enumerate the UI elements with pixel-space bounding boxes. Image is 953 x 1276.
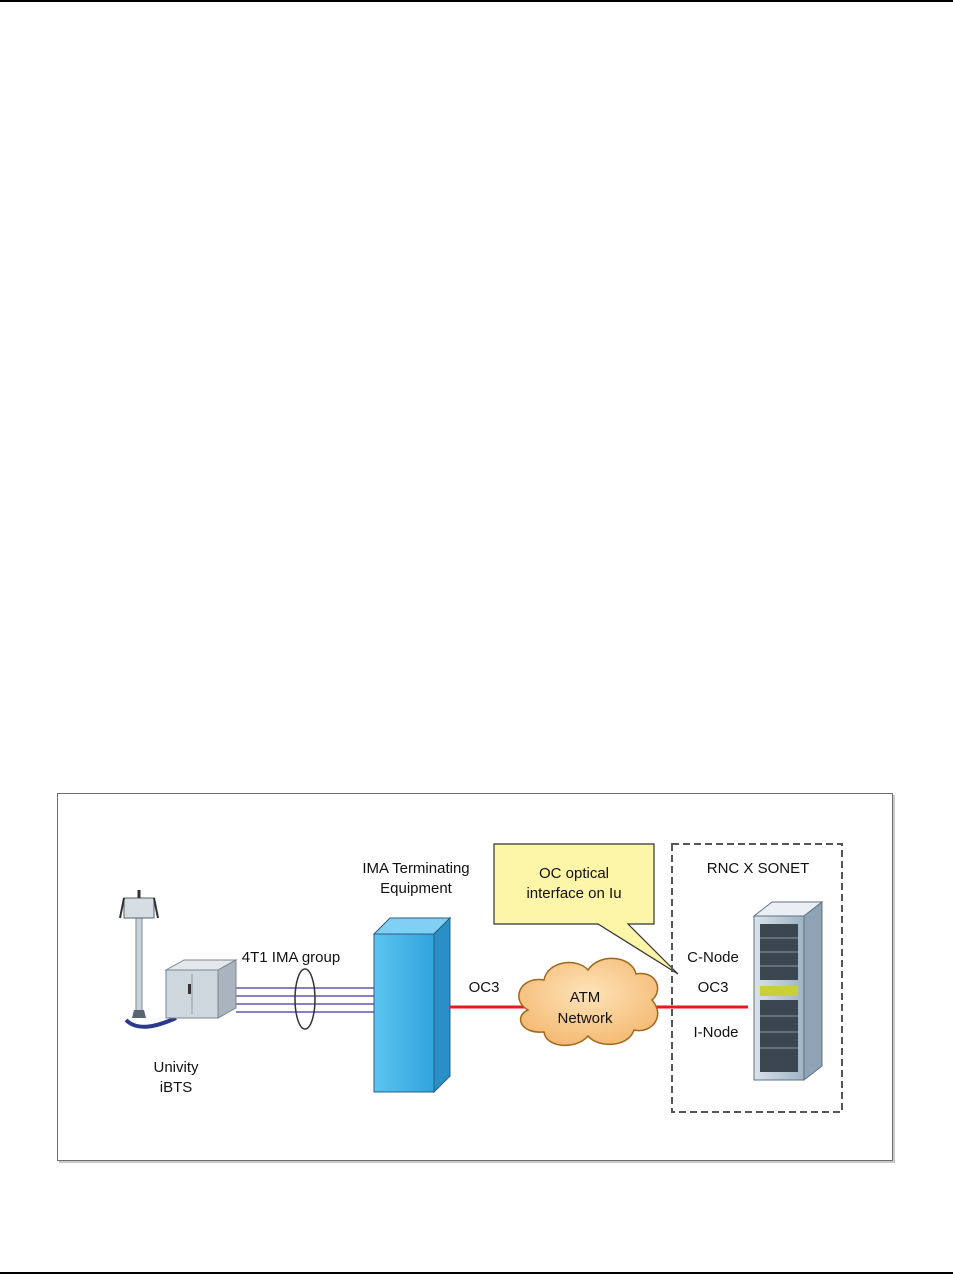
rnc-title: RNC X SONET: [707, 860, 810, 877]
callout-line2: interface on Iu: [526, 885, 621, 902]
t1-lines: [236, 988, 374, 1012]
ibts-node: Univity iBTS: [120, 890, 236, 1096]
ima-group-ellipse: [295, 969, 315, 1029]
i-node-label: I-Node: [693, 1024, 738, 1041]
oc3-right-label: OC3: [698, 979, 729, 996]
network-diagram: Univity iBTS 4T1 IMA group IMA Terminati…: [58, 794, 892, 1160]
callout-line1: OC optical: [539, 865, 609, 882]
rnc-rack-icon: [754, 902, 822, 1080]
cell-tower-icon: [120, 890, 158, 1018]
ibts-label-line2: iBTS: [160, 1079, 193, 1096]
ima-equipment-label-line1: IMA Terminating: [362, 860, 469, 877]
ibts-label-line1: Univity: [153, 1059, 199, 1076]
ima-equipment-label-line2: Equipment: [380, 880, 453, 897]
bottom-rule: [0, 1272, 953, 1274]
rnc-group: RNC X SONET C-Node OC3 I-Node: [672, 844, 842, 1112]
ima-group-label: 4T1 IMA group: [242, 949, 340, 966]
atm-network-cloud: ATM Network: [519, 958, 658, 1045]
ibts-cabinet-icon: [166, 960, 236, 1018]
callout-box: OC optical interface on Iu: [494, 844, 678, 974]
atm-label-line2: Network: [557, 1010, 613, 1027]
top-rule: [0, 0, 953, 2]
feeder-cable: [126, 1018, 176, 1027]
ima-equipment-node: IMA Terminating Equipment: [362, 860, 469, 1092]
atm-label-line1: ATM: [570, 989, 601, 1006]
network-diagram-figure: Univity iBTS 4T1 IMA group IMA Terminati…: [57, 793, 893, 1161]
c-node-label: C-Node: [687, 949, 739, 966]
oc3-left-label: OC3: [469, 979, 500, 996]
